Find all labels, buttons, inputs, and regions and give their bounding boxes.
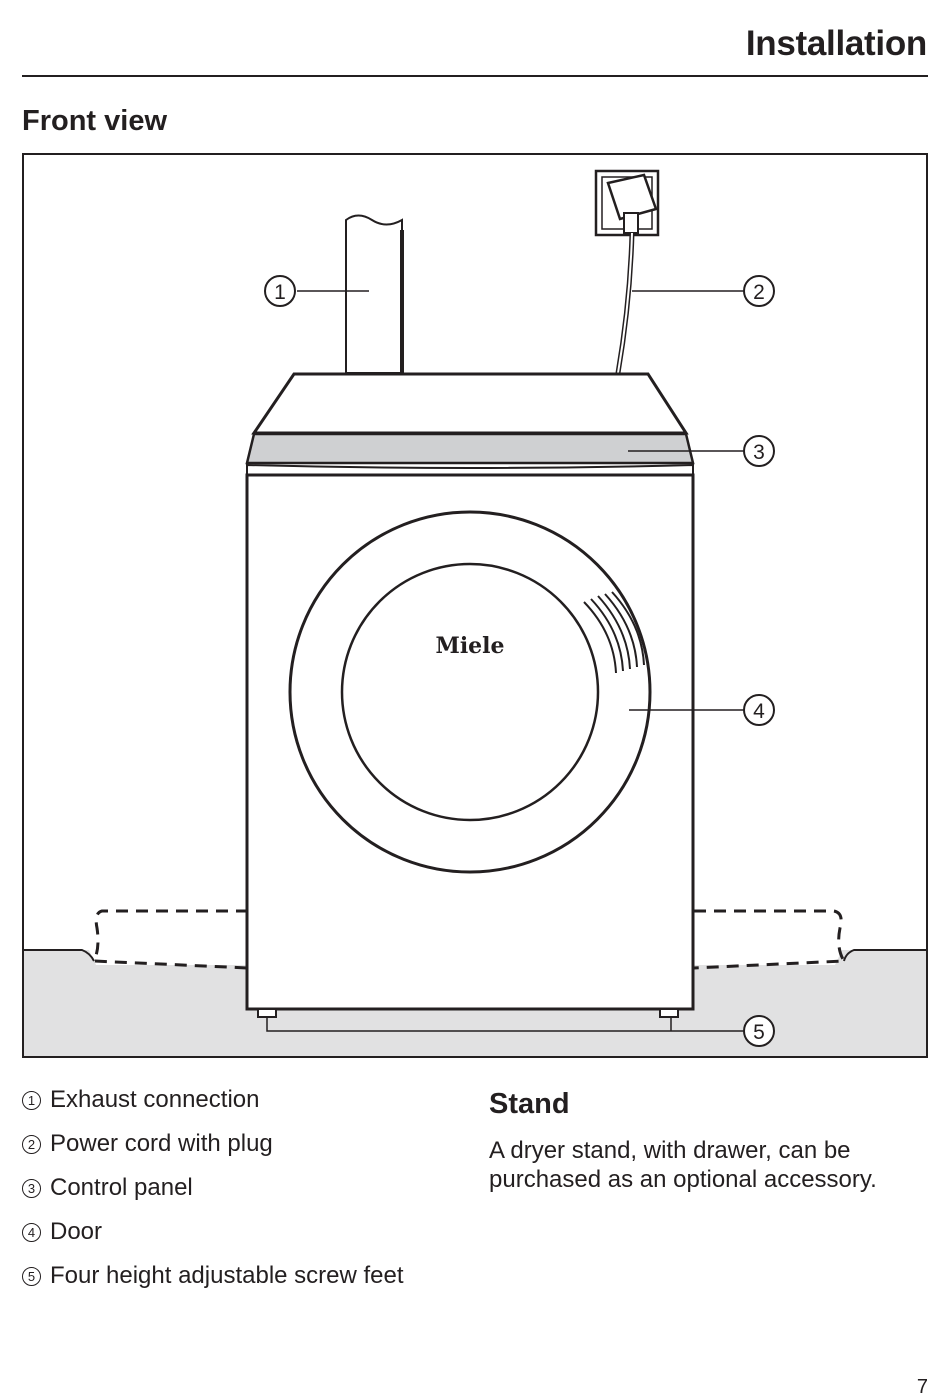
stand-outline-right xyxy=(693,909,847,970)
legend-number: 2 xyxy=(22,1135,41,1154)
stand-description: A dryer stand, with drawer, can be purch… xyxy=(489,1137,877,1193)
callout-marker-4: 4 xyxy=(743,694,775,726)
legend-item: 5 Four height adjustable screw feet xyxy=(22,1262,404,1306)
section-title: Front view xyxy=(22,105,168,137)
legend-item: 3 Control panel xyxy=(22,1174,404,1218)
header-rule xyxy=(22,75,928,77)
callout-marker-5: 5 xyxy=(743,1015,775,1047)
floor-edge-left xyxy=(23,949,95,962)
brand-logo: Miele xyxy=(435,633,504,659)
stand-heading: Stand xyxy=(489,1088,570,1120)
dryer-top xyxy=(251,372,689,435)
legend-item: 4 Door xyxy=(22,1218,404,1262)
dryer: Miele xyxy=(245,372,695,1018)
legend-number: 4 xyxy=(22,1223,41,1242)
stand-outline-left xyxy=(91,909,249,970)
legend-number: 5 xyxy=(22,1267,41,1286)
door-glass xyxy=(340,562,600,822)
control-panel xyxy=(245,432,695,465)
callout-marker-3: 3 xyxy=(743,435,775,467)
legend-label: Door xyxy=(50,1218,103,1245)
figure-frame xyxy=(22,153,928,1058)
floor-edge-right xyxy=(843,949,927,962)
callout-marker-4-number: 4 xyxy=(753,700,765,723)
front-view-figure: Miele 1 2 3 4 5 xyxy=(22,153,928,1058)
power-cord xyxy=(615,232,635,374)
page-header-title: Installation xyxy=(745,24,927,63)
callout-marker-5-number: 5 xyxy=(753,1021,765,1044)
callout-marker-1-number: 1 xyxy=(274,281,286,304)
legend-label: Power cord with plug xyxy=(50,1130,273,1157)
legend-item: 2 Power cord with plug xyxy=(22,1130,404,1174)
exhaust-pipe xyxy=(345,214,404,374)
legend-item: 1 Exhaust connection xyxy=(22,1086,404,1130)
callout-marker-1: 1 xyxy=(264,275,296,307)
callout-marker-2-number: 2 xyxy=(753,281,765,304)
legend-label: Exhaust connection xyxy=(50,1086,260,1113)
legend-label: Control panel xyxy=(50,1174,193,1201)
wall-socket xyxy=(594,169,660,237)
legend-number: 1 xyxy=(22,1091,41,1110)
callout-marker-2: 2 xyxy=(743,275,775,307)
callout-marker-3-number: 3 xyxy=(753,441,765,464)
foot-right xyxy=(659,1008,679,1018)
foot-left xyxy=(257,1008,277,1018)
legend-number: 3 xyxy=(22,1179,41,1198)
callout-legend: 1 Exhaust connection 2 Power cord with p… xyxy=(22,1086,404,1306)
page-number: 7 xyxy=(916,1376,928,1398)
legend-label: Four height adjustable screw feet xyxy=(50,1262,404,1289)
